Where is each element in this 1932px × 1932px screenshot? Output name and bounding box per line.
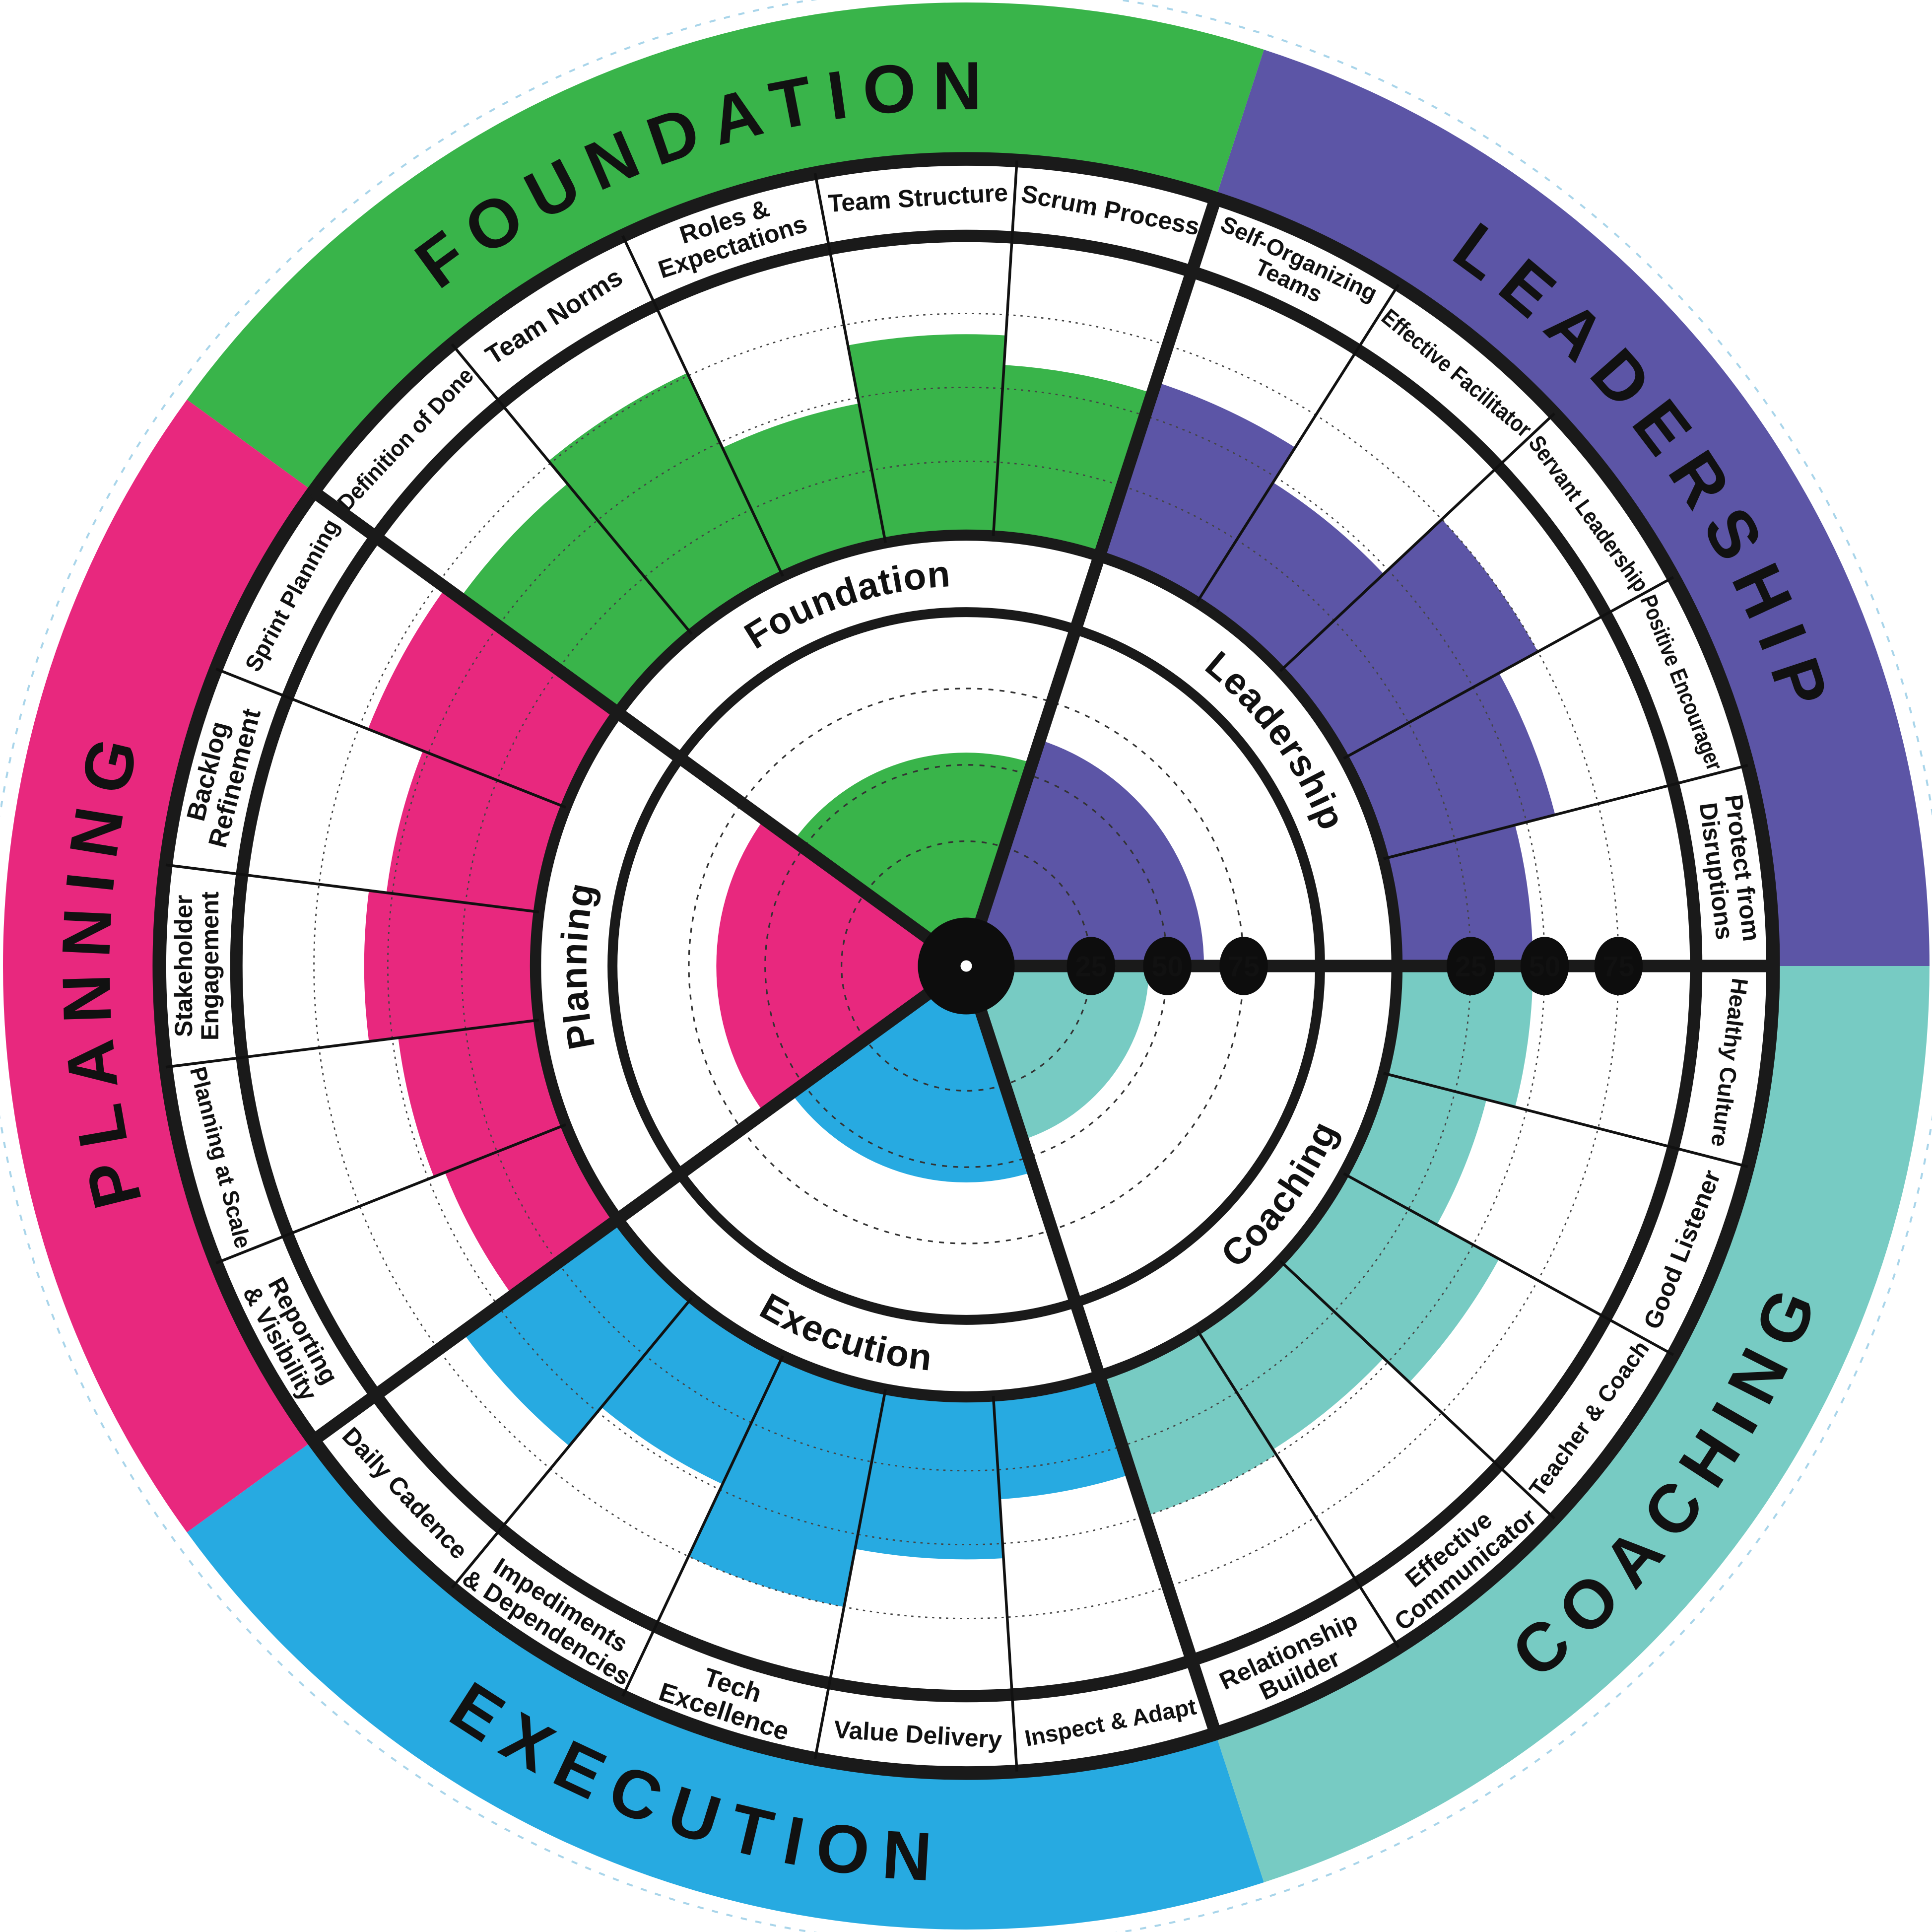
spoke-bar-good-listener	[1343, 1073, 1486, 1225]
sector-band-foundation	[187, 2, 1264, 492]
scale-marker-label-outer-75: 75	[1602, 951, 1634, 983]
sector-band-execution	[187, 1440, 1264, 1930]
sector-boundary-line-execution	[309, 961, 970, 1446]
spoke-bar-relationship-builder	[1099, 1329, 1276, 1517]
spoke-divider	[1279, 413, 1555, 672]
spoke-label-value-delivery: Value Delivery	[833, 1716, 1002, 1754]
spoke-bar-tech-excellence	[688, 1356, 885, 1607]
scale-marker-dot-inner-25	[1066, 937, 1115, 995]
scale-marker-label-inner-25: 25	[1075, 951, 1107, 983]
scale-marker-label-inner-75: 75	[1228, 951, 1260, 983]
spoke-divider	[165, 863, 539, 913]
spoke-bar-healthy-culture	[1383, 966, 1533, 1107]
center-hub-layer	[917, 917, 1015, 1015]
inner-score-wedge-execution	[791, 966, 1033, 1182]
spoke-bar-impediments-and-dependencies	[601, 1298, 783, 1484]
spoke-divider	[1279, 1260, 1555, 1519]
inner-score-wedge-foundation	[793, 753, 1032, 966]
spoke-divider	[1342, 1172, 1674, 1356]
spoke-divider	[215, 1123, 566, 1265]
spoke-label-line: Value Delivery	[833, 1716, 1002, 1754]
scale-marker-dot-outer-50	[1520, 937, 1569, 995]
spoke-label-line: Engagement	[196, 892, 224, 1040]
spoke-bar-inspect-and-adapt	[993, 1376, 1132, 1500]
spoke-divider	[1383, 764, 1748, 860]
spoke-bar-value-delivery	[855, 1389, 1003, 1560]
scale-marker-dot-outer-25	[1446, 937, 1495, 995]
spoke-bar-team-norms	[548, 373, 783, 634]
spoke-label-stakeholder-engagement: StakeholderEngagement	[170, 892, 224, 1040]
spoke-divider	[1196, 1329, 1399, 1649]
spoke-label-team-structure: Team Structure	[827, 178, 1008, 217]
scale-marker-dot-outer-75	[1594, 937, 1643, 995]
spoke-bar-positive-encourager	[1343, 673, 1555, 859]
spoke-bar-daily-cadence	[462, 1219, 692, 1446]
spoke-divider	[1342, 576, 1674, 760]
spoke-label-line: Team Structure	[827, 178, 1008, 217]
spoke-divider	[621, 1355, 784, 1697]
sector-name-planning: Planning	[552, 879, 602, 1052]
spoke-divider	[621, 235, 784, 577]
spoke-bar-servant-leadership	[1280, 519, 1538, 759]
spoke-divider	[992, 160, 1018, 536]
spoke-divider	[165, 1019, 539, 1069]
spoke-bar-self-organizing-teams	[1099, 382, 1295, 603]
sector-boundary-line-planning	[309, 486, 970, 971]
spoke-divider	[451, 1297, 693, 1589]
scale-marker-layer: 25 25 50 50 75 75	[1066, 937, 1643, 995]
spoke-divider-layer	[165, 160, 1748, 1772]
spoke-bar-planning-at-scale	[398, 1020, 566, 1177]
spoke-bar-protect-from-disruptions	[1383, 825, 1533, 966]
spoke-bar-teacher-and-coach	[1280, 1173, 1499, 1382]
spoke-divider	[1196, 283, 1399, 603]
spoke-divider	[451, 343, 693, 635]
spoke-bar-team-structure	[848, 334, 1006, 543]
sector-boundary-line-coaching	[960, 964, 1221, 1736]
scale-marker-dot-inner-50	[1142, 937, 1192, 995]
scale-marker-label-outer-25: 25	[1455, 951, 1486, 983]
sector-boundary-line-foundation	[960, 196, 1221, 968]
spoke-divider	[1383, 1072, 1748, 1168]
spoke-label-healthy-culture: Healthy Culture	[1706, 976, 1753, 1148]
spoke-bar-layer	[364, 334, 1555, 1607]
spoke-divider	[813, 173, 887, 543]
spoke-bar-stakeholder-engagement	[364, 890, 539, 1042]
scale-marker-label-inner-50: 50	[1151, 951, 1183, 983]
spoke-bar-backlog-refinement	[386, 751, 566, 912]
spoke-bar-reporting-and-visibility	[444, 1124, 618, 1296]
spoke-label-line: Healthy Culture	[1706, 976, 1753, 1148]
spoke-bar-definition-of-done	[460, 483, 692, 713]
spoke-divider	[813, 1389, 887, 1759]
spoke-divider	[215, 667, 566, 809]
scale-marker-label-outer-50: 50	[1529, 951, 1560, 983]
sector-name-text-planning: Planning	[552, 879, 602, 1052]
spoke-label-line: Stakeholder	[170, 895, 198, 1037]
center-hub-pinhole	[960, 960, 972, 972]
scale-marker-dot-inner-75	[1219, 937, 1268, 995]
spoke-divider	[992, 1396, 1018, 1772]
